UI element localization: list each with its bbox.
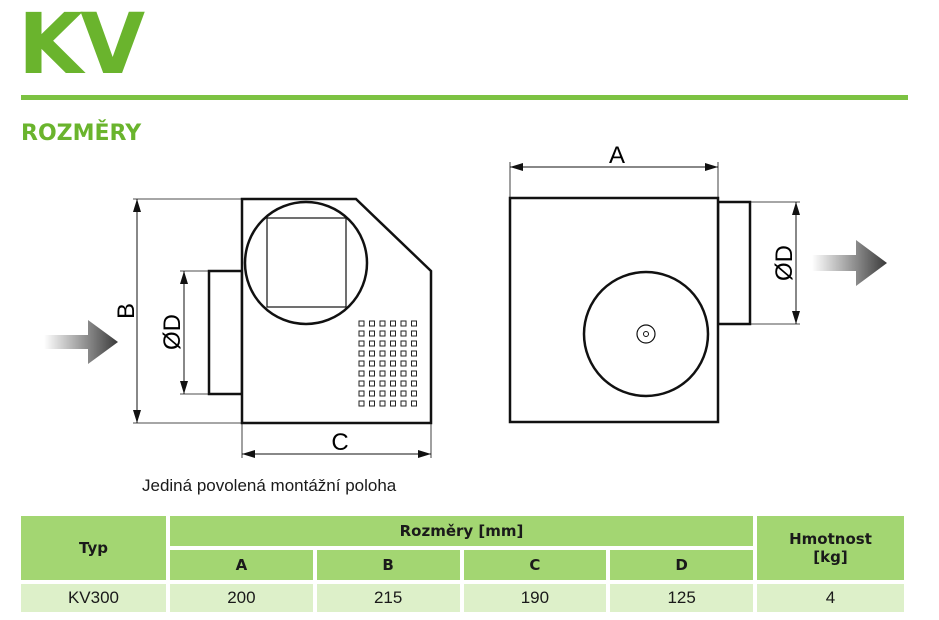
dim-label-a: A [609, 142, 625, 169]
vent-hole [400, 360, 407, 367]
vent-hole [400, 340, 407, 347]
vent-hole [358, 370, 365, 377]
section-title: ROZMĚRY [21, 121, 142, 146]
side-fan-square [266, 217, 347, 308]
vent-hole [379, 320, 386, 327]
vent-hole [411, 330, 417, 337]
vent-hole [369, 390, 375, 397]
vent-hole [358, 360, 365, 367]
vent-hole [379, 400, 386, 407]
vent-hole [379, 360, 386, 367]
header-dimensions: Rozměry [mm] [170, 516, 753, 546]
vent-hole [369, 400, 375, 407]
side-fan-circle [243, 200, 369, 326]
vent-hole [369, 320, 375, 327]
vent-hole [390, 360, 396, 367]
vent-hole [358, 340, 365, 347]
vent-hole [390, 380, 396, 387]
vent-hole [390, 350, 396, 357]
inlet-spigot [207, 269, 244, 396]
vent-hole [358, 320, 365, 327]
vent-hole [400, 370, 407, 377]
vent-grid [358, 320, 417, 407]
cell-weight: 4 [757, 584, 904, 612]
cell-typ: KV300 [21, 584, 166, 612]
vent-hole [358, 350, 365, 357]
vent-hole [411, 350, 417, 357]
inlet-arrow-icon [44, 320, 118, 364]
vent-hole [411, 370, 417, 377]
vent-hole [400, 400, 407, 407]
header-weight: Hmotnost [kg] [757, 516, 904, 580]
vent-hole [411, 320, 417, 327]
header-weight-line1: Hmotnost [789, 530, 872, 548]
vent-hole [358, 390, 365, 397]
vent-hole [379, 340, 386, 347]
header-col-a: A [170, 550, 313, 580]
vent-hole [390, 320, 396, 327]
vent-hole [390, 400, 396, 407]
vent-hole [390, 370, 396, 377]
vent-hole [390, 330, 396, 337]
vent-hole [400, 350, 407, 357]
header-weight-line2: [kg] [813, 548, 848, 566]
vent-hole [400, 320, 407, 327]
vent-hole [358, 330, 365, 337]
dim-label-d-right: ØD [771, 245, 798, 281]
side-view: B ØD C [44, 197, 433, 458]
outlet-arrow-icon [812, 240, 887, 286]
vent-hole [400, 380, 407, 387]
cell-a: 200 [170, 584, 313, 612]
vent-hole [400, 390, 407, 397]
header-col-c: C [463, 550, 607, 580]
header-col-b: B [316, 550, 460, 580]
vent-hole [358, 380, 365, 387]
vent-hole [390, 390, 396, 397]
vent-hole [369, 350, 375, 357]
header-divider [21, 95, 908, 100]
cell-c: 190 [463, 584, 607, 612]
brand-logo: KV [18, 0, 145, 93]
vent-hole [369, 360, 375, 367]
vent-hole [411, 380, 417, 387]
vent-hole [369, 380, 375, 387]
dim-label-b: B [113, 303, 140, 319]
vent-hole [369, 340, 375, 347]
outlet-spigot [716, 200, 752, 326]
vent-hole [411, 340, 417, 347]
table-row: KV300 200 215 190 125 4 [21, 584, 904, 612]
mounting-caption: Jediná povolená montážní poloha [142, 476, 397, 495]
vent-hole [411, 360, 417, 367]
vent-hole [400, 330, 407, 337]
vent-hole [379, 390, 386, 397]
vent-hole [379, 330, 386, 337]
vent-hole [369, 330, 375, 337]
header-typ: Typ [21, 516, 166, 580]
vent-hole [379, 380, 386, 387]
vent-hole [379, 370, 386, 377]
vent-hole [379, 350, 386, 357]
dimensions-table: Typ Rozměry [mm] Hmotnost [kg] A B C D K… [17, 512, 908, 616]
vent-hole [369, 370, 375, 377]
dim-label-c: C [331, 429, 348, 456]
header-col-d: D [610, 550, 753, 580]
cell-d: 125 [610, 584, 753, 612]
vent-hole [411, 400, 417, 407]
front-view: A ØD [508, 142, 887, 424]
vent-hole [411, 390, 417, 397]
cell-b: 215 [316, 584, 460, 612]
vent-hole [390, 340, 396, 347]
dim-label-d-left: ØD [159, 314, 186, 350]
vent-hole [358, 400, 365, 407]
